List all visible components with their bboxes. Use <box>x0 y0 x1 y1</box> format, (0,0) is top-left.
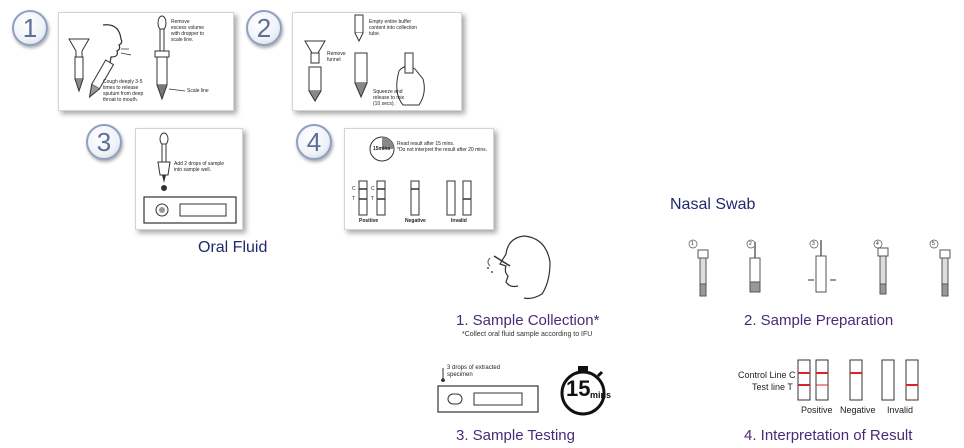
control-line-label: Control Line C <box>738 370 796 380</box>
interpretation-invalid-label: Invalid <box>887 405 914 415</box>
timer-unit: mins <box>590 390 612 400</box>
step-4-illustration <box>358 136 472 216</box>
step-2-panel: Empty entire buffer content into collect… <box>292 12 462 111</box>
step-1-cough-text: Cough deeply 3-5 times to release sputum… <box>103 79 144 103</box>
step-3-illustration <box>143 132 237 224</box>
step-4-invalid-label: Invalid <box>451 218 467 224</box>
step-1-circle: 1 <box>12 10 48 46</box>
prep-step-2-number: 2 <box>749 241 752 247</box>
sample-preparation-title: 2. Sample Preparation <box>744 312 894 329</box>
step-number: 2 <box>256 12 272 43</box>
step-4-positive-label: Positive <box>359 218 379 224</box>
step-2-circle: 2 <box>246 10 282 46</box>
step-4-line-t: T <box>352 196 356 202</box>
sample-testing-title: 3. Sample Testing <box>456 427 575 444</box>
interpretation-title: 4. Interpretation of Result <box>744 427 913 444</box>
interpretation-positive-label: Positive <box>801 405 833 415</box>
step-4-line-c-2: C <box>371 186 375 192</box>
step-4-line-t-2: T <box>371 196 375 202</box>
sample-collection-note: *Collect oral fluid sample according to … <box>462 331 593 338</box>
test-line-label: Test line T <box>752 382 793 392</box>
test-cassette-illustration <box>437 368 539 413</box>
step-3-panel: Add 2 drops of sample into sample well. <box>135 128 243 230</box>
prep-step-4-number: 4 <box>876 241 879 247</box>
step-4-timer-text: 15mins <box>373 146 391 152</box>
prep-step-5-number: 5 <box>932 241 935 247</box>
step-4-line-c: C <box>352 186 356 192</box>
step-number: 3 <box>96 126 112 157</box>
step-2-illustration <box>304 14 425 106</box>
timer-icon <box>560 366 606 416</box>
step-2-empty-text: Empty entire buffer content into collect… <box>369 19 418 37</box>
sample-preparation-illustration <box>688 239 951 297</box>
step-2-squeeze-text: Squeeze and release to mix (10 secs). <box>373 89 405 107</box>
step-1-illustration <box>68 15 186 101</box>
oral-fluid-heading: Oral Fluid <box>198 239 268 256</box>
prep-step-1-number: 1 <box>691 241 694 247</box>
step-4-negative-label: Negative <box>405 218 426 224</box>
nasal-swab-face-illustration <box>487 235 551 300</box>
step-1-panel: Cough deeply 3-5 times to release sputum… <box>58 12 234 111</box>
step-1-scale-text: Scale line <box>187 88 209 94</box>
result-strips <box>797 359 919 401</box>
sample-collection-title: 1. Sample Collection* <box>456 312 600 329</box>
step-3-circle: 3 <box>86 124 122 160</box>
step-3-add-text: Add 2 drops of sample into sample well. <box>174 161 225 173</box>
nasal-swab-heading: Nasal Swab <box>670 196 756 213</box>
timer-number: 15 <box>566 376 591 401</box>
step-4-panel: 15mins Read result after 15 mins. *Do no… <box>344 128 494 230</box>
step-4-circle: 4 <box>296 124 332 160</box>
step-number: 4 <box>306 126 322 157</box>
step-number: 1 <box>22 12 38 43</box>
step-1-remove-text: Remove excess volume with dropper to sca… <box>171 19 205 43</box>
interpretation-negative-label: Negative <box>840 405 876 415</box>
step-2-funnel-text: Remove funnel <box>327 51 346 63</box>
step-4-read-text: Read result after 15 mins. *Do not inter… <box>397 141 488 153</box>
prep-step-3-number: 3 <box>812 241 815 247</box>
testing-note: 3 drops of extracted specimen <box>447 365 501 378</box>
